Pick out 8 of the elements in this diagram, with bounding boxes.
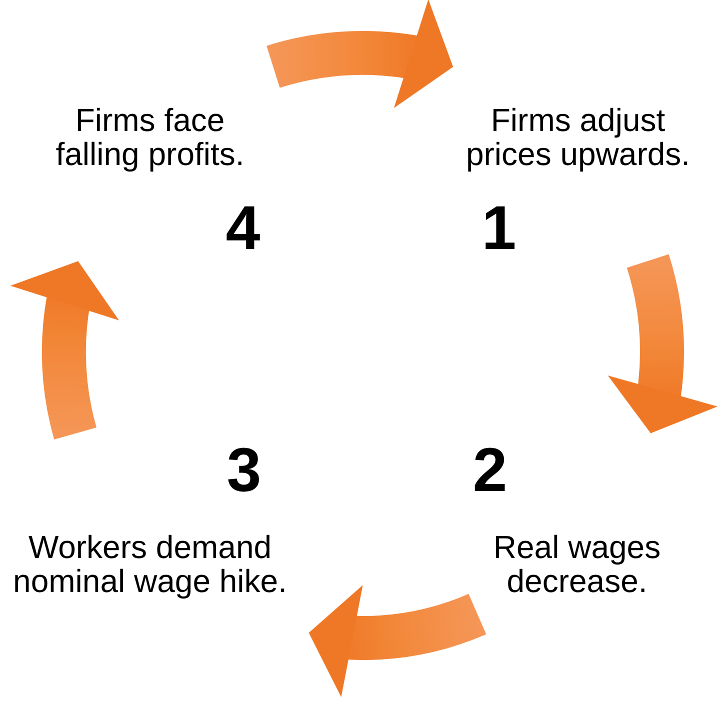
step-number: 2 [472, 440, 508, 502]
step-text: Workers demand nominal wage hike. [12, 530, 288, 598]
step-text: Firms face falling profits. [54, 103, 246, 171]
step-text: Real wages decrease. [492, 530, 662, 598]
step-number: 4 [226, 198, 260, 260]
step-text: Firms adjust prices upwards. [464, 103, 692, 171]
step-number: 3 [226, 440, 262, 502]
step-number: 1 [482, 198, 516, 260]
